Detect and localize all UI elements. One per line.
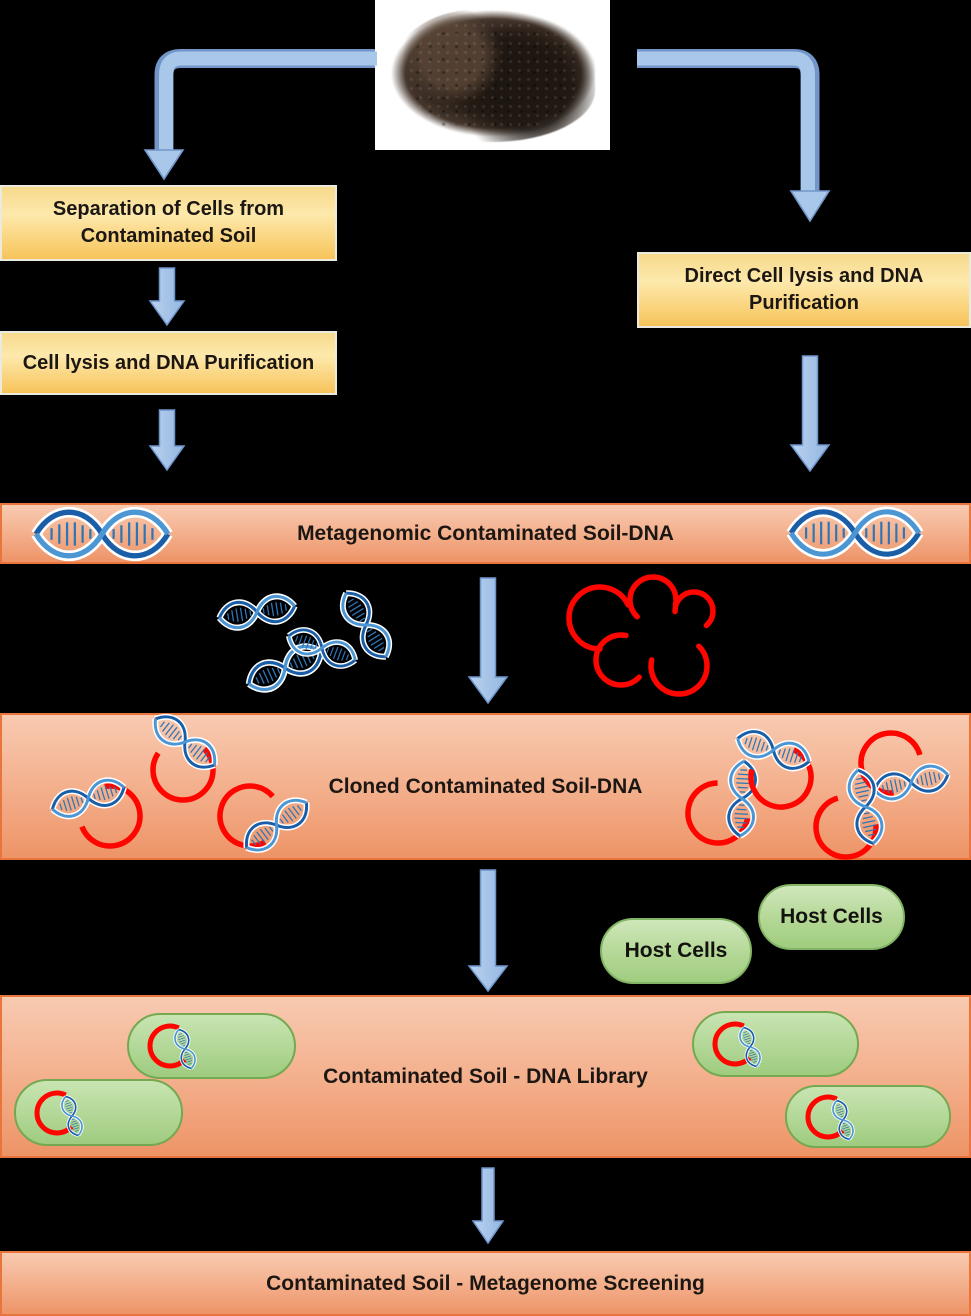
banner-dna-library: Contaminated Soil - DNA Library [0,995,971,1158]
banner-cloned-dna-label: Cloned Contaminated Soil-DNA [328,774,643,798]
flow-arrow-soil-to-right [637,49,831,223]
host-cells-label: Host Cells [780,905,883,928]
banner-cloned-dna: Cloned Contaminated Soil-DNA [0,713,971,860]
box-separation-of-cells: Separation of Cells from Contaminated So… [0,185,337,261]
box-direct-lysis: Direct Cell lysis and DNA Purification [637,252,971,328]
host-cell-pill-1: Host Cells [600,918,752,984]
flow-arrow-lysis-to-banner [148,409,186,472]
flow-arrow-library-to-screening [471,1167,505,1245]
box-cell-lysis-label: Cell lysis and DNA Purification [22,351,315,374]
flow-arrow-soil-to-left [143,49,377,181]
banner-metagenomic-dna: Metagenomic Contaminated Soil-DNA [0,503,971,564]
banner-dna-library-label: Contaminated Soil - DNA Library [323,1064,648,1088]
flow-arrow-dna-to-cloned [467,577,509,705]
box-separation-label: Separation of Cells from Contaminated So… [52,198,285,247]
flow-arrow-separation-to-lysis [148,267,186,327]
banner-metagenome-screening: Contaminated Soil - Metagenome Screening [0,1251,971,1316]
banner-metagenomic-dna-label: Metagenomic Contaminated Soil-DNA [297,521,674,545]
soil-sample-photo [375,0,610,150]
host-cell-pill-2: Host Cells [758,884,905,950]
flow-arrow-direct-lysis-to-banner [789,355,831,473]
linearized-vector-icons [566,574,716,697]
host-cells-label: Host Cells [624,939,728,962]
box-cell-lysis: Cell lysis and DNA Purification [0,331,337,395]
box-direct-lysis-label: Direct Cell lysis and DNA Purification [684,265,924,314]
soil-pile-image [391,10,595,142]
flow-arrow-cloned-to-library [467,869,509,993]
dna-fragment-icons [217,587,396,696]
banner-metagenome-screening-label: Contaminated Soil - Metagenome Screening [266,1271,705,1295]
